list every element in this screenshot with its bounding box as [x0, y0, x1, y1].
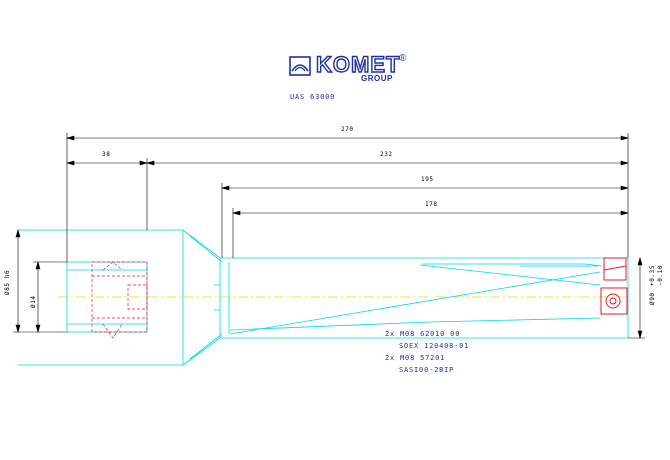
drill-insert	[600, 257, 628, 315]
dimension-lines	[13, 133, 645, 340]
dim-shank-length: 38	[102, 151, 111, 158]
parts-list-item: 2x M08 62010 00	[385, 330, 461, 338]
parts-list-item: 2x M08 57201	[385, 354, 446, 362]
dim-shank-diameter: Ø85 h6	[4, 269, 11, 295]
parts-list-item: SASI00-2BIP	[399, 366, 455, 374]
tool-outline	[18, 229, 629, 366]
shank-bore	[91, 261, 148, 339]
parts-list-item: SOEX 120408-01	[399, 342, 470, 350]
komet-logo-icon	[289, 56, 311, 76]
dim-drill-tolerance-upper: +0.35	[649, 264, 656, 286]
article-number: UAS 63000	[290, 93, 336, 101]
dim-overall-length: 270	[341, 126, 354, 133]
dim-body-length: 232	[380, 151, 393, 158]
dim-reach-1: 195	[421, 176, 434, 183]
dim-reach-2: 178	[425, 201, 438, 208]
registered-mark: ®	[399, 53, 407, 64]
dim-drill-tolerance-lower: -0.10	[657, 264, 664, 286]
brand-group: GROUP	[361, 74, 393, 83]
brand-name: KOMET	[315, 51, 401, 77]
dim-drill-diameter: Ø90	[649, 292, 656, 305]
dim-bore-diameter: Ø14	[30, 295, 37, 308]
